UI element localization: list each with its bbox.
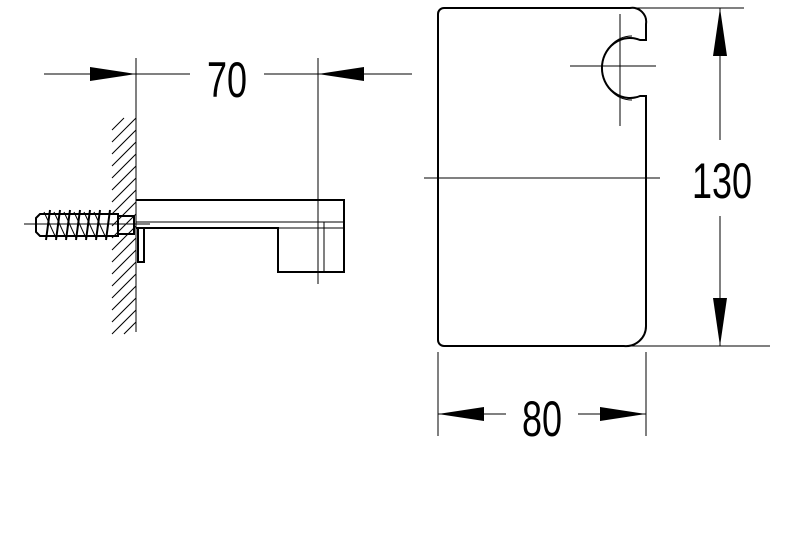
wall-plug [24, 209, 150, 241]
side-view: 70 [24, 53, 412, 335]
dimension-height-label: 130 [692, 154, 752, 209]
dimension-depth-label: 70 [207, 53, 247, 108]
wall-hatching [111, 117, 137, 335]
holder-front-outline [437, 6, 648, 348]
dimension-depth: 70 [44, 53, 412, 186]
dimension-width: 80 [437, 352, 647, 447]
dimension-height: 130 [630, 7, 770, 347]
front-view: 130 80 [424, 6, 770, 447]
dimension-width-label: 80 [522, 392, 562, 447]
holder-side-profile [136, 186, 345, 284]
